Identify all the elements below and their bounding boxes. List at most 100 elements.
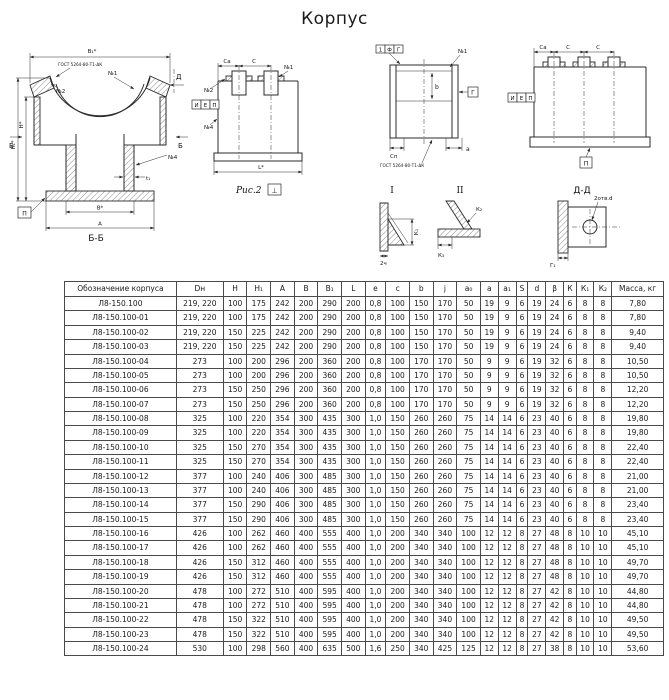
table-cell: 23,40	[611, 511, 664, 528]
table-cell: 200	[340, 295, 366, 312]
table-cell: 270	[246, 439, 272, 456]
drawings-area: B₁* ГОСТ 5264-80-Т1-ΔК №2 №1 Д H₁* H* Б	[0, 31, 669, 273]
table-cell: 300	[340, 511, 366, 528]
table-cell: 10	[593, 626, 613, 643]
table-cell: 150	[385, 482, 410, 499]
table-cell: 150	[385, 497, 410, 513]
table-cell: 42	[545, 583, 565, 599]
table-cell: 150	[222, 439, 248, 456]
table-cell: 23	[527, 439, 547, 456]
table-cell: 42	[545, 597, 565, 614]
table-cell: 150	[385, 425, 410, 441]
front-view: Cа C №2 №1 И Е П №4 L* Рис.2	[191, 59, 303, 196]
table-cell: 12	[497, 583, 517, 599]
weld-no1-label: №1	[108, 71, 117, 77]
table-cell: 300	[340, 410, 366, 427]
table-cell: 170	[432, 339, 458, 355]
table-cell: 240	[246, 482, 272, 499]
table-cell: 340	[408, 525, 434, 542]
table-cell: 170	[408, 367, 434, 384]
table-cell: 12	[497, 569, 517, 585]
table-header-cell: Dн	[175, 281, 224, 297]
table-cell: 225	[246, 339, 272, 355]
table-cell: 340	[408, 554, 434, 571]
table-cell: 75	[456, 482, 481, 499]
table-cell: 1,0	[364, 540, 387, 556]
table-cell: 260	[408, 482, 434, 499]
designation-cell: Л8-150.100-22	[64, 612, 177, 628]
table-cell: 260	[408, 511, 434, 528]
table-cell: 478	[175, 626, 224, 643]
table-cell: 170	[432, 295, 458, 312]
table-cell: 8	[593, 410, 613, 427]
datum-i-label: И	[194, 103, 198, 109]
side-body-outline	[389, 59, 459, 144]
table-cell: 150	[408, 324, 434, 341]
table-cell: 242	[270, 295, 295, 312]
table-cell: 100	[456, 583, 481, 599]
table-cell: 8	[593, 353, 613, 369]
table-cell: 27	[527, 525, 547, 542]
table-cell: 530	[175, 640, 224, 657]
table-cell: 6	[563, 439, 577, 456]
table-cell: 260	[432, 410, 458, 427]
table-cell: 400	[293, 540, 319, 556]
table-cell: 200	[340, 339, 366, 355]
table-cell: 12	[479, 525, 499, 542]
detail-i-note: 2ч	[380, 261, 387, 267]
table-cell: 0,8	[364, 353, 387, 369]
table-cell: 273	[175, 382, 224, 398]
table-cell: 200	[385, 583, 410, 599]
designation-cell: Л8-150.100-09	[64, 425, 177, 441]
table-header-cell: B₁	[317, 281, 342, 297]
table-cell: 7,80	[611, 295, 664, 312]
view-caption-b-b: Б-Б	[88, 234, 104, 244]
table-cell: 40	[545, 425, 565, 441]
table-cell: 400	[340, 540, 366, 556]
table-cell: 200	[293, 353, 319, 369]
table-cell: 460	[270, 540, 295, 556]
table-cell: 48	[545, 569, 565, 585]
table-cell: 435	[317, 439, 342, 456]
table-cell: 219, 220	[175, 339, 224, 355]
designation-cell: Л8-150.100-20	[64, 583, 177, 599]
table-header-cell: S	[515, 281, 529, 297]
table-cell: 27	[527, 640, 547, 657]
table-cell: 19	[527, 396, 547, 413]
table-cell: 10	[593, 583, 613, 599]
table-cell: 8	[575, 295, 595, 312]
table-cell: 250	[385, 640, 410, 657]
dim-label-k1: К₁	[414, 229, 420, 235]
table-cell: 32	[545, 382, 565, 398]
table-cell: 49,50	[611, 626, 664, 643]
table-cell: 40	[545, 454, 565, 470]
table-cell: 200	[340, 396, 366, 413]
table-cell: 175	[246, 295, 272, 312]
table-header-cell: β	[545, 281, 565, 297]
table-cell: 75	[456, 410, 481, 427]
table-cell: 8	[515, 525, 529, 542]
table-cell: 14	[497, 439, 517, 456]
table-cell: 6	[563, 497, 577, 513]
table-cell: 400	[340, 612, 366, 628]
table-cell: 8	[575, 367, 595, 384]
table-cell: 485	[317, 482, 342, 499]
table-cell: 150	[222, 396, 248, 413]
table-cell: 42	[545, 626, 565, 643]
table-cell: 273	[175, 367, 224, 384]
table-cell: 312	[246, 554, 272, 571]
table-cell: 100	[222, 583, 248, 599]
designation-cell: Л8-150.100-07	[64, 396, 177, 413]
table-cell: 8	[575, 425, 595, 441]
table-cell: 6	[563, 382, 577, 398]
detail-ii-dimensions: К₂ К₃	[437, 207, 482, 259]
designation-cell: Л8-150.100-10	[64, 439, 177, 456]
table-cell: 12	[479, 640, 499, 657]
table-cell: 19	[527, 367, 547, 384]
table-cell: 290	[246, 497, 272, 513]
table-cell: 300	[293, 425, 319, 441]
